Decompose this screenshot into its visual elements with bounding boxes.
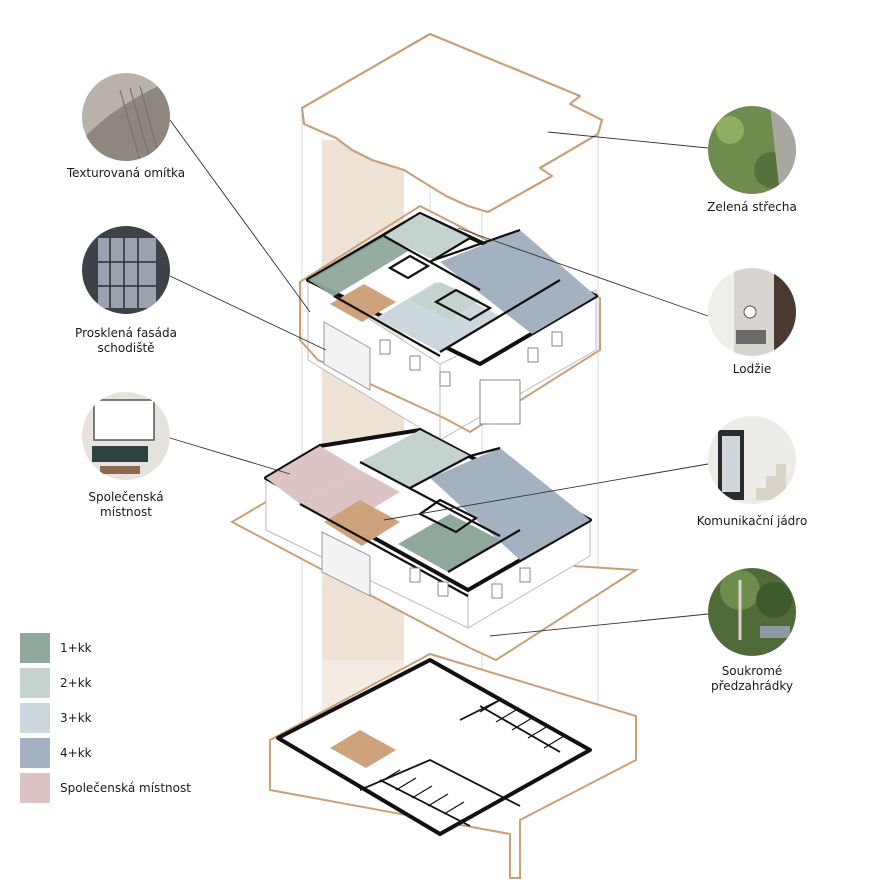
plaster-texture-icon [82,73,170,161]
leader-lines [169,119,709,637]
label-texturovana-omitka: Texturovaná omítka [66,166,186,180]
legend-swatch [20,738,50,768]
legend-swatch [20,668,50,698]
label-prosklena-fasada-1: Prosklená fasáda [75,326,177,340]
label-prosklena-fasada-2: schodiště [97,341,155,355]
label-spolecenska-2: místnost [100,505,152,519]
label-zelena-strecha: Zelená střecha [707,200,797,214]
legend-swatch [20,703,50,733]
legend-label: 4+kk [60,746,92,760]
legend-item-1kk: 1+kk [20,633,92,663]
label-lodzie: Lodžie [732,362,772,376]
label-spolecenska-1: Společenská [88,490,164,504]
loggia-icon [708,268,796,356]
staircase-core-icon [708,416,796,504]
label-komunikacni-jadro: Komunikační jádro [696,514,808,528]
core-column [322,140,404,720]
legend-label: Společenská místnost [60,781,191,795]
basement-floor-block [269,652,637,879]
glass-facade-icon [82,226,170,314]
green-roof-icon [708,106,796,194]
label-soukrome-1: Soukromé [721,664,783,678]
legend-item-2kk: 2+kk [20,668,92,698]
front-garden-icon [708,568,796,656]
legend-swatch [20,633,50,663]
legend-item-3kk: 3+kk [20,703,92,733]
lounge-room-icon [82,392,170,480]
legend-swatch [20,773,50,803]
green-roof-slab [300,32,604,214]
legend-label: 2+kk [60,676,92,690]
upper-floor-block [299,204,601,441]
label-soukrome-2: předzahrádky [710,679,794,693]
photo-circles [82,73,796,656]
middle-floor-block [229,428,640,662]
legend-label: 3+kk [60,711,92,725]
legend-item-4kk: 4+kk [20,738,92,768]
legend-item-spolecenska: Společenská místnost [20,773,191,803]
legend-label: 1+kk [60,641,92,655]
